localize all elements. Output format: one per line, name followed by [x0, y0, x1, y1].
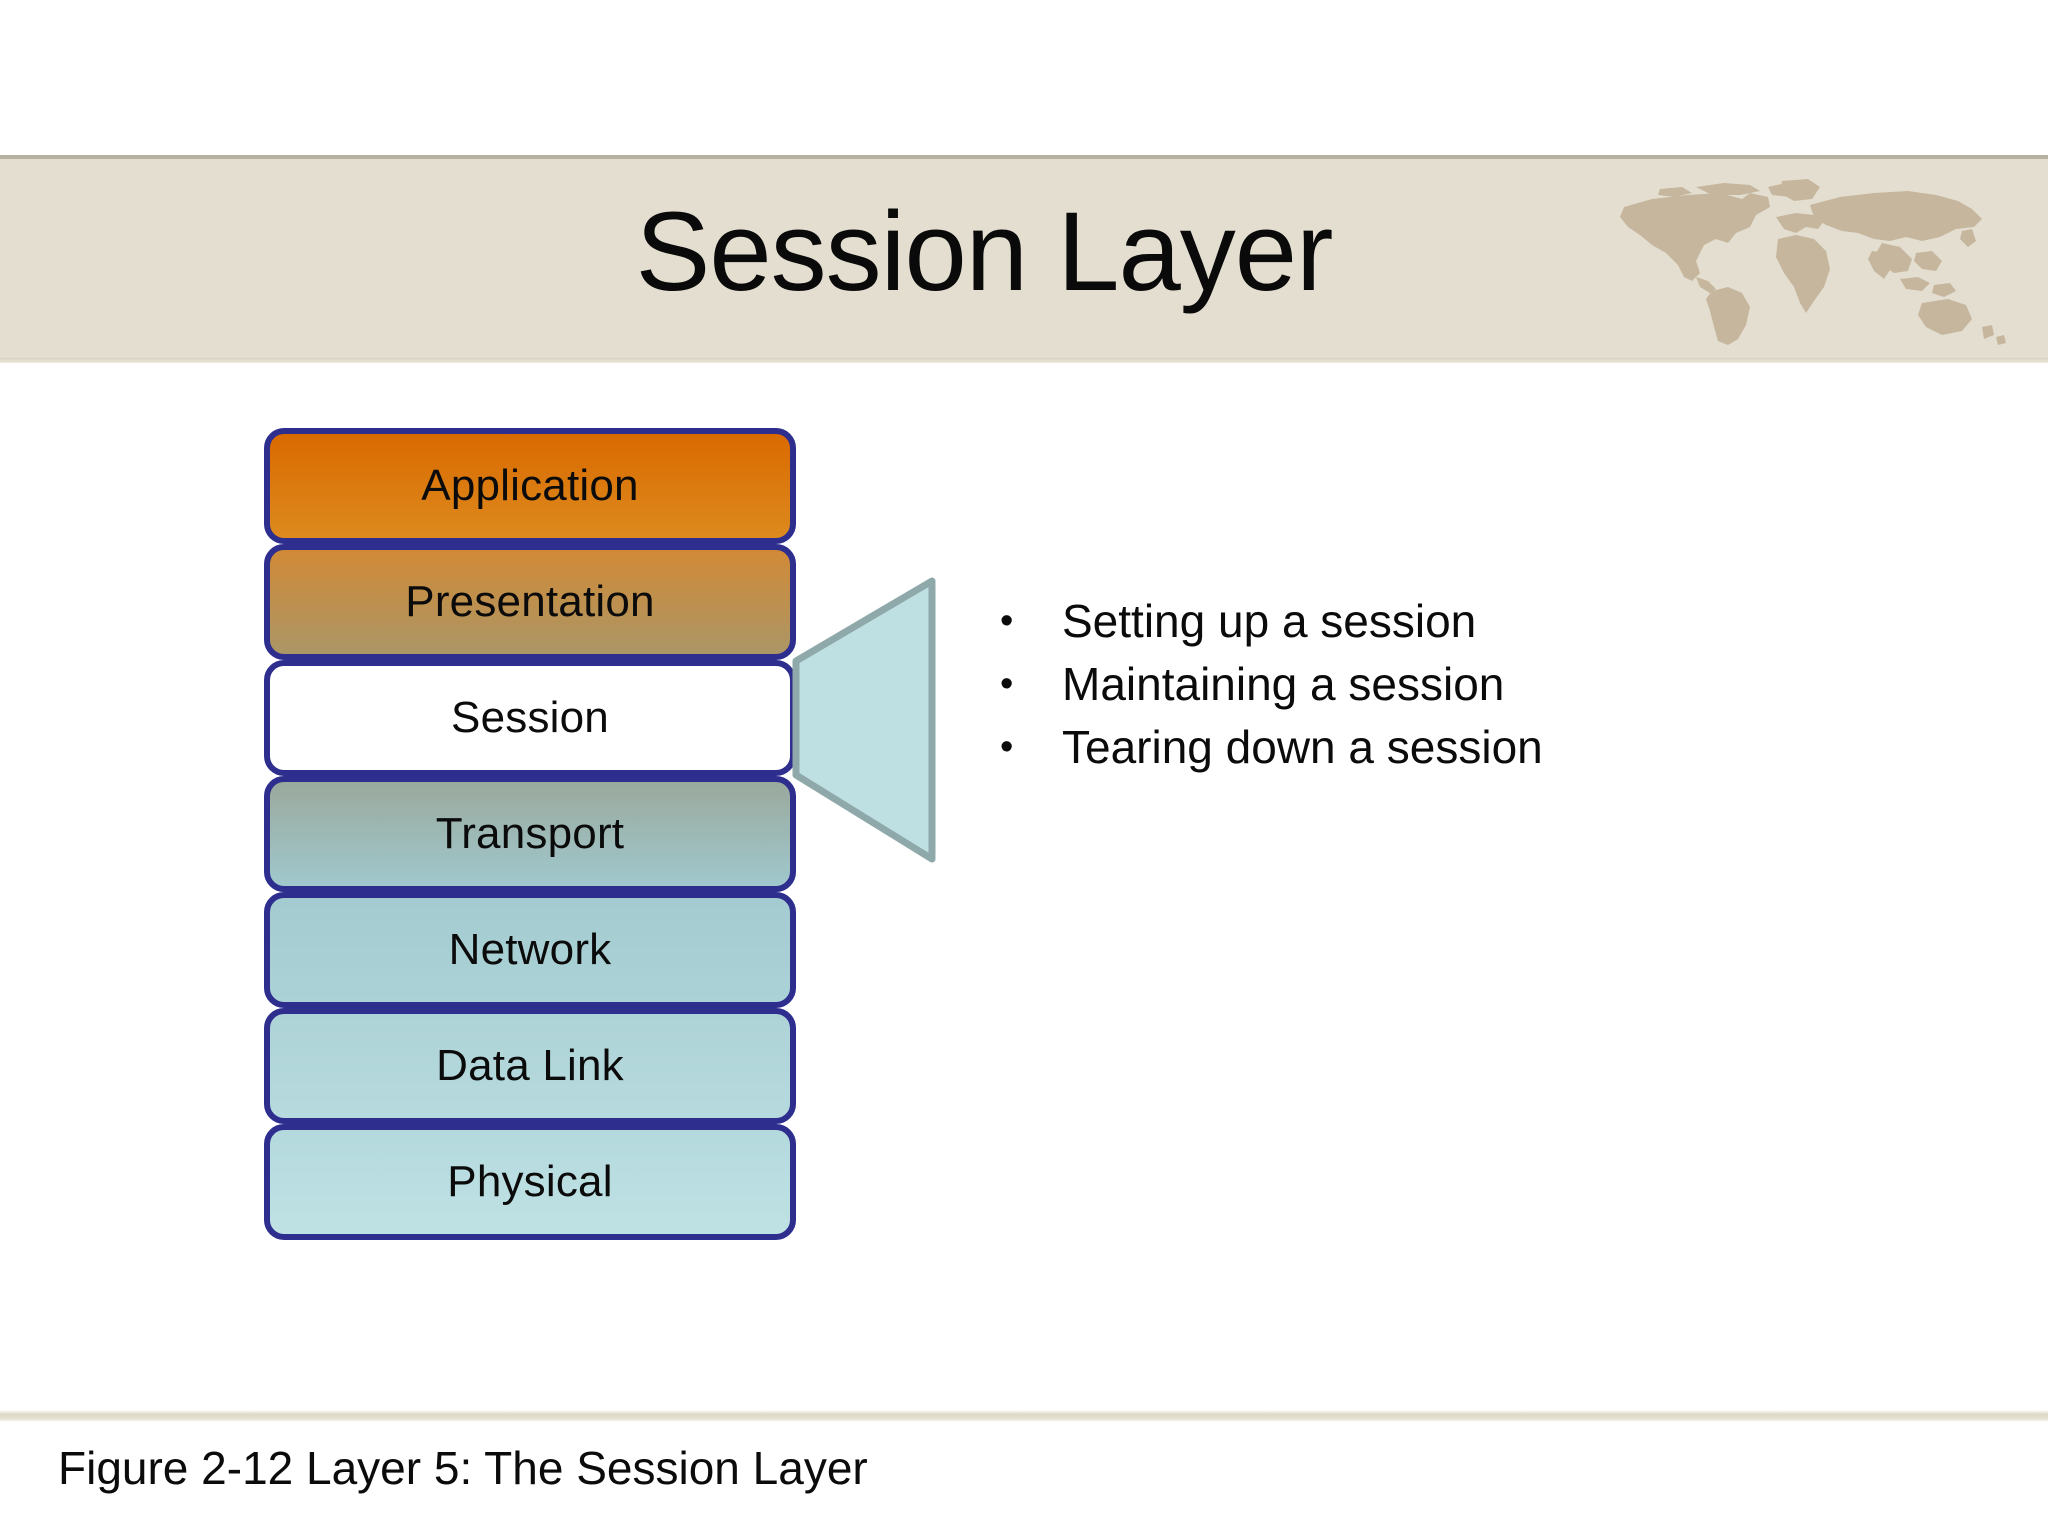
layer-label: Application	[421, 461, 639, 510]
callout-bullet-list: • Setting up a session • Maintaining a s…	[1000, 590, 1900, 779]
bullet-marker-icon: •	[1000, 663, 1014, 705]
list-item: • Maintaining a session	[1000, 653, 1900, 716]
layer-box-application[interactable]: Application	[264, 428, 796, 544]
world-map-icon	[1620, 179, 2006, 345]
layer-label: Transport	[435, 809, 625, 858]
layer-label: Network	[448, 925, 612, 974]
list-item-label: Tearing down a session	[1062, 721, 1543, 773]
layer-label: Presentation	[405, 577, 655, 626]
layer-box-transport[interactable]: Transport	[264, 776, 796, 892]
layer-label: Physical	[447, 1157, 613, 1206]
bullet-marker-icon: •	[1000, 600, 1014, 642]
page-title: Session Layer	[635, 189, 1334, 314]
layer-box-presentation[interactable]: Presentation	[264, 544, 796, 660]
callout-trapezoid-icon	[792, 577, 936, 863]
figure-caption: Figure 2-12 Layer 5: The Session Layer	[58, 1442, 868, 1494]
layer-box-data-link[interactable]: Data Link	[264, 1008, 796, 1124]
list-item: • Setting up a session	[1000, 590, 1900, 653]
layer-box-network[interactable]: Network	[264, 892, 796, 1008]
layer-label: Data Link	[436, 1041, 624, 1090]
layer-box-session[interactable]: Session	[264, 660, 796, 776]
list-item-label: Maintaining a session	[1062, 658, 1505, 710]
footer-divider	[0, 1410, 2048, 1422]
osi-layer-stack: Application Presentation Session Transpo…	[264, 428, 796, 1240]
layer-label: Session	[451, 693, 609, 742]
title-banner: Session Layer	[0, 155, 2048, 363]
list-item: • Tearing down a session	[1000, 716, 1900, 779]
bullet-marker-icon: •	[1000, 726, 1014, 768]
list-item-label: Setting up a session	[1062, 595, 1477, 647]
layer-box-physical[interactable]: Physical	[264, 1124, 796, 1240]
